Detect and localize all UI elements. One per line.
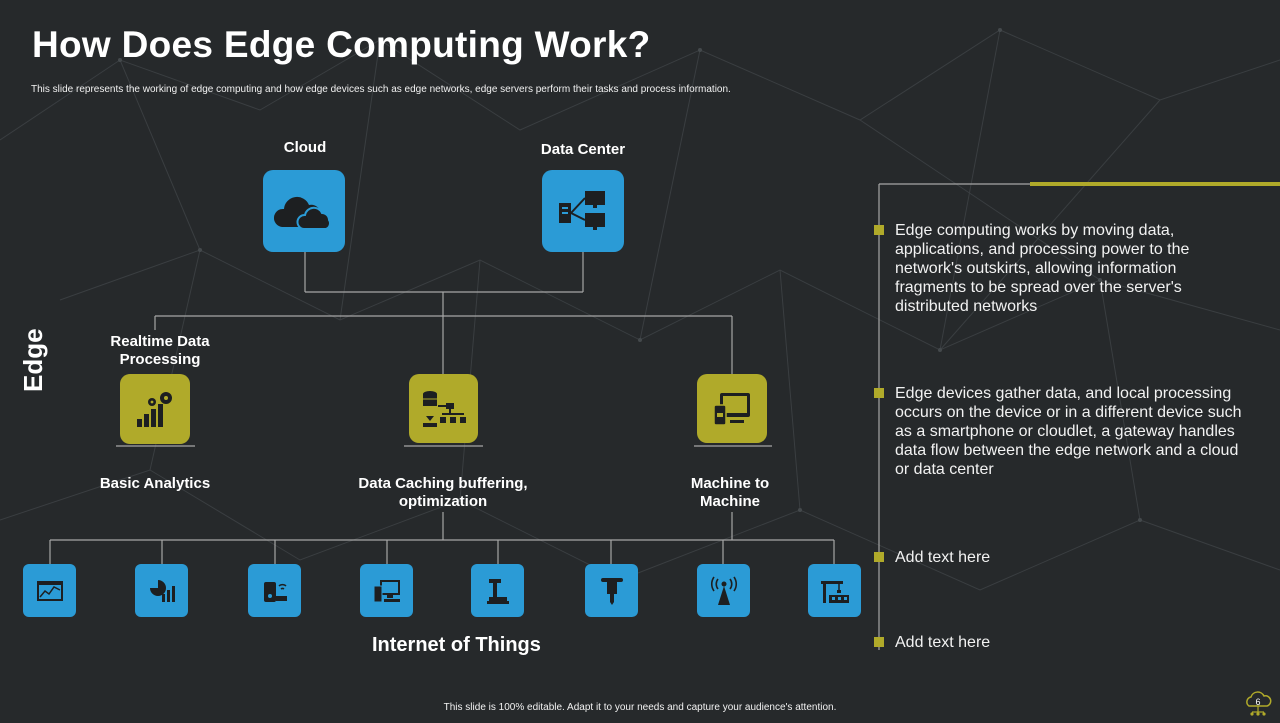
analytics-gears-icon <box>137 392 172 427</box>
bullet-marker-1 <box>874 225 884 235</box>
machine-to-machine-label: Machine to Machine <box>690 475 770 510</box>
iot-tile-5 <box>471 564 524 617</box>
iot-tile-7 <box>697 564 750 617</box>
dashboard-screen-icon <box>36 580 63 601</box>
analytics-tile <box>120 374 190 444</box>
data-center-label: Data Center <box>540 141 626 158</box>
iot-tile-3 <box>248 564 301 617</box>
bullet-text-4: Add text here <box>895 634 991 651</box>
data-center-tile <box>542 170 624 252</box>
factory-crane-icon <box>820 580 849 603</box>
iot-tile-8 <box>808 564 861 617</box>
bullet-marker-4 <box>874 637 884 647</box>
iot-tile-6 <box>585 564 638 617</box>
data-caching-label: Data Caching buffering, optimization <box>358 475 528 510</box>
iot-tile-2 <box>135 564 188 617</box>
realtime-processing-label: Realtime Data Processing <box>110 333 210 368</box>
slide-subtitle: This slide represents the working of edg… <box>31 84 731 95</box>
machine-to-machine-tile <box>697 374 767 443</box>
data-caching-tile <box>409 374 478 443</box>
page-number: 6 <box>1255 697 1261 707</box>
iot-label: Internet of Things <box>372 634 541 656</box>
iot-tile-1 <box>23 564 76 617</box>
machine-to-machine-icon <box>713 392 750 426</box>
slide-footer: This slide is 100% editable. Adapt it to… <box>443 702 837 713</box>
monitor-devices-icon <box>373 579 400 602</box>
bullet-marker-2 <box>874 388 884 398</box>
robotic-arm-icon <box>486 578 509 604</box>
antenna-tower-icon <box>710 576 737 605</box>
database-flow-icon <box>422 390 466 427</box>
pie-bar-chart-icon <box>149 579 175 602</box>
cloud-icon <box>274 196 332 230</box>
cloud-tile <box>263 170 345 252</box>
smart-device-icon <box>263 581 287 602</box>
bullet-text-1: Edge computing works by moving data, app… <box>895 222 1190 315</box>
iot-tile-4 <box>360 564 413 617</box>
page-cloud-badge <box>1244 690 1272 723</box>
jackhammer-icon <box>600 577 623 605</box>
bullet-text-3: Add text here <box>895 549 991 566</box>
bullet-text-2: Edge devices gather data, and local proc… <box>895 385 1242 478</box>
slide-title: How Does Edge Computing Work? <box>32 24 651 65</box>
cloud-label: Cloud <box>283 139 327 156</box>
edge-label: Edge <box>18 328 48 392</box>
server-icon <box>559 191 605 230</box>
cloud-network-icon <box>1246 691 1272 716</box>
basic-analytics-label: Basic Analytics <box>99 475 211 492</box>
bullet-marker-3 <box>874 552 884 562</box>
